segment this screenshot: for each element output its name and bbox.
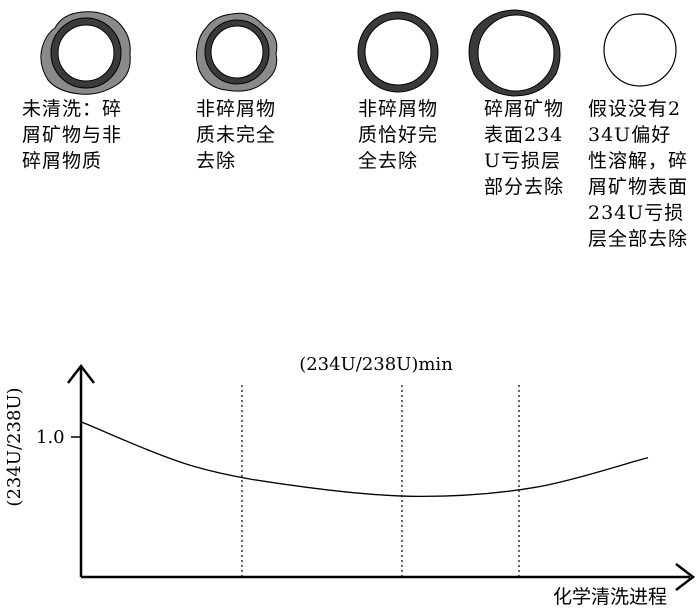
grain-partial-coating-icon xyxy=(195,12,278,92)
y-axis-arrow xyxy=(67,363,95,384)
stage-caption-1: 未清洗：碎屑矿物与非碎屑物质 xyxy=(22,98,123,172)
x-axis-arrow xyxy=(675,563,696,591)
x-axis-label: 化学清洗进程 xyxy=(553,586,667,608)
stage-caption-4: 碎屑矿物表面234U亏损层部分去除 xyxy=(484,98,565,198)
stage-caption-2: 非碎屑物质未完全去除 xyxy=(196,98,277,172)
stage-markers xyxy=(241,385,520,577)
min-annotation: (234U/238U)min xyxy=(299,354,453,375)
grain-bare-icon xyxy=(603,13,677,87)
chart-axes xyxy=(67,363,696,591)
grain-thin-rim-icon xyxy=(468,9,561,97)
ratio-curve xyxy=(80,421,649,498)
stage-caption-3: 非碎屑物质恰好完全去除 xyxy=(358,98,439,172)
grain-clean-rim-icon xyxy=(357,11,439,93)
y-tick-label: 1.0 xyxy=(36,427,65,448)
grain-full-coating-icon xyxy=(40,11,131,95)
y-axis-label: (234U/238U) xyxy=(4,387,25,506)
stage-caption-5: 假设没有234U偏好性溶解，碎屑矿物表面234U亏损层全部去除 xyxy=(588,98,689,250)
